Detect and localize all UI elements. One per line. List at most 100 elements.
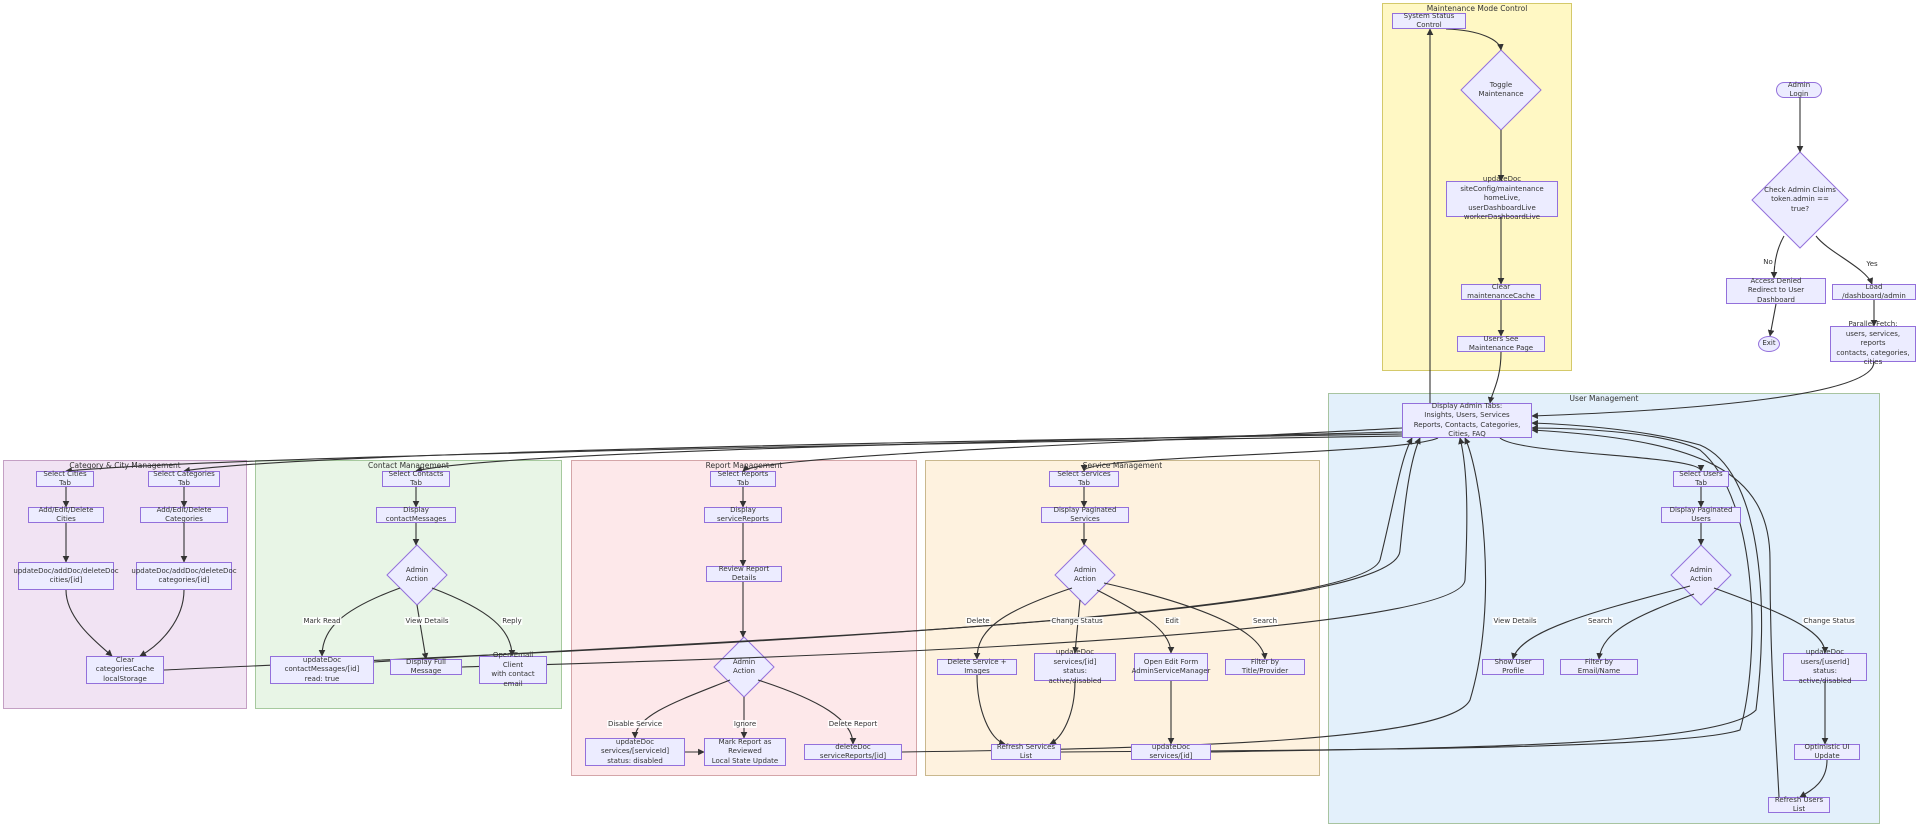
- update-service-node: updateDoc services/[id]: [1131, 743, 1211, 760]
- edge-label-view-details-user: View Details: [1492, 617, 1538, 625]
- flow-edge: [65, 589, 113, 657]
- update-service-status-node: updateDoc services/[id] status: active/d…: [1034, 648, 1116, 685]
- filter-services-node: Filter by Title/Provider: [1225, 658, 1305, 675]
- edge-label-delete: Delete: [965, 617, 991, 625]
- access-denied-node: Access Denied Redirect to User Dashboard: [1726, 277, 1826, 304]
- flow-edge: [1531, 427, 1780, 798]
- update-siteconfig-node: updateDoc siteConfig/maintenance homeLiv…: [1446, 175, 1558, 221]
- edge-label-search-service: Search: [1251, 617, 1279, 625]
- cluster-title: Category & City Management: [69, 461, 181, 470]
- flow-edge: [1767, 303, 1777, 337]
- edge-label-change-status-user: Change Status: [1802, 617, 1856, 625]
- doc-cities-node: updateDoc/addDoc/deleteDoc cities/[id]: [13, 562, 119, 590]
- flow-edge: [1596, 593, 1695, 660]
- edge-label-change-status-service: Change Status: [1050, 617, 1104, 625]
- mark-report-reviewed-node: Mark Report as Reviewed Local State Upda…: [704, 738, 786, 766]
- decision-diamond: [1460, 49, 1542, 131]
- flow-edge: [373, 437, 1421, 663]
- show-user-profile-node: Show User Profile: [1482, 658, 1544, 675]
- decision-shapes: [386, 49, 1849, 698]
- flow-edge: [1499, 437, 1705, 472]
- update-contact-read-node: updateDoc contactMessages/[id] read: tru…: [270, 656, 374, 684]
- flow-edge: [416, 604, 429, 660]
- flow-edge: [139, 589, 185, 657]
- doc-categories-node: updateDoc/addDoc/deleteDoc categories/[i…: [131, 562, 237, 590]
- edge-label-no: No: [1762, 258, 1774, 266]
- flow-edge: [1487, 351, 1502, 404]
- parallel-fetch-node: Parallel Fetch: users, services, reports…: [1830, 320, 1916, 366]
- cluster-title: Contact Management: [368, 461, 449, 470]
- display-contact-messages-node: Display contactMessages: [376, 506, 456, 523]
- flow-edge: [1511, 585, 1691, 660]
- update-user-status-node: updateDoc users/[userId] status: active/…: [1783, 648, 1867, 685]
- clear-maintenance-cache-node: Clear maintenanceCache: [1461, 283, 1541, 300]
- flow-edge: [1531, 361, 1875, 420]
- edge-label-delete-report: Delete Report: [827, 720, 879, 728]
- flow-edge: [901, 437, 1487, 753]
- display-paginated-services-node: Display Paginated Services: [1041, 506, 1129, 523]
- flow-edge: [1445, 28, 1504, 51]
- flow-edge: [1815, 235, 1873, 285]
- select-cities-tab-node: Select Cities Tab: [36, 470, 94, 487]
- filter-users-node: Filter by Email/Name: [1560, 658, 1638, 675]
- edge-label-view-details-contact: View Details: [404, 617, 450, 625]
- edge-label-yes: Yes: [1865, 260, 1879, 268]
- select-contacts-tab-node: Select Contacts Tab: [382, 470, 450, 487]
- display-full-message-node: Display Full Message: [390, 658, 462, 675]
- flow-edge: [1060, 424, 1753, 753]
- delete-report-node: deleteDoc serviceReports/[id]: [804, 743, 902, 760]
- flow-edge: [431, 587, 516, 657]
- flow-edge: [1799, 759, 1828, 798]
- display-admin-tabs-node: Display Admin Tabs: Insights, Users, Ser…: [1402, 402, 1532, 438]
- system-status-control-node: System Status Control: [1392, 12, 1466, 29]
- optimistic-ui-update-node: Optimistic UI Update: [1794, 743, 1860, 760]
- clear-categories-cache-node: Clear categoriesCache localStorage: [86, 656, 164, 684]
- flow-edge: [1770, 235, 1785, 279]
- disable-service-node: updateDoc services/[serviceId] status: d…: [585, 738, 685, 766]
- decision-diamond: [1054, 544, 1116, 606]
- delete-service-images-node: Delete Service + Images: [937, 658, 1017, 675]
- flow-edge: [183, 433, 1403, 474]
- review-report-details-node: Review Report Details: [706, 565, 782, 582]
- refresh-services-list-node: Refresh Services List: [991, 743, 1061, 760]
- flow-edge: [65, 435, 1403, 474]
- flow-edge: [163, 437, 1413, 671]
- admin-login-node: Admin Login: [1776, 81, 1822, 98]
- select-services-tab-node: Select Services Tab: [1049, 470, 1119, 487]
- edge-label-ignore: Ignore: [732, 720, 758, 728]
- cluster-user-management: User Management: [1328, 393, 1880, 824]
- display-service-reports-node: Display serviceReports: [704, 506, 782, 523]
- flow-edge: [1103, 582, 1268, 660]
- edge-label-reply: Reply: [501, 617, 523, 625]
- edge-paths: [62, 28, 1878, 798]
- users-see-maintenance-node: Users See Maintenance Page: [1457, 335, 1545, 352]
- flow-edge: [461, 437, 1468, 668]
- flow-edge: [1049, 680, 1076, 745]
- flow-edge: [757, 679, 857, 745]
- cluster-title: Maintenance Mode Control: [1426, 4, 1528, 13]
- decision-diamond: [713, 636, 775, 698]
- flow-edge: [742, 427, 1403, 472]
- flow-edge: [415, 431, 1403, 473]
- refresh-users-list-node: Refresh Users List: [1768, 796, 1830, 813]
- flow-edge: [1210, 419, 1763, 753]
- edge-label-disable-service: Disable Service: [606, 720, 664, 728]
- cluster-title: User Management: [1569, 394, 1639, 403]
- edit-cities-node: Add/Edit/Delete Cities: [28, 506, 104, 523]
- decision-diamond: [1670, 544, 1732, 606]
- display-paginated-users-node: Display Paginated Users: [1661, 506, 1741, 523]
- edge-label-mark-read: Mark Read: [302, 617, 342, 625]
- load-dashboard-node: Load /dashboard/admin: [1832, 283, 1916, 300]
- flow-edge: [1096, 589, 1175, 654]
- flow-edge: [973, 587, 1073, 660]
- select-users-tab-node: Select Users Tab: [1673, 470, 1729, 487]
- flow-edge: [631, 679, 731, 739]
- decision-diamond: [386, 544, 448, 606]
- flow-edge: [1072, 599, 1081, 654]
- select-categories-tab-node: Select Categories Tab: [148, 470, 220, 487]
- open-edit-form-node: Open Edit Form AdminServiceManager: [1132, 653, 1210, 681]
- decision-diamond: [1751, 151, 1849, 249]
- edge-label-edit: Edit: [1164, 617, 1180, 625]
